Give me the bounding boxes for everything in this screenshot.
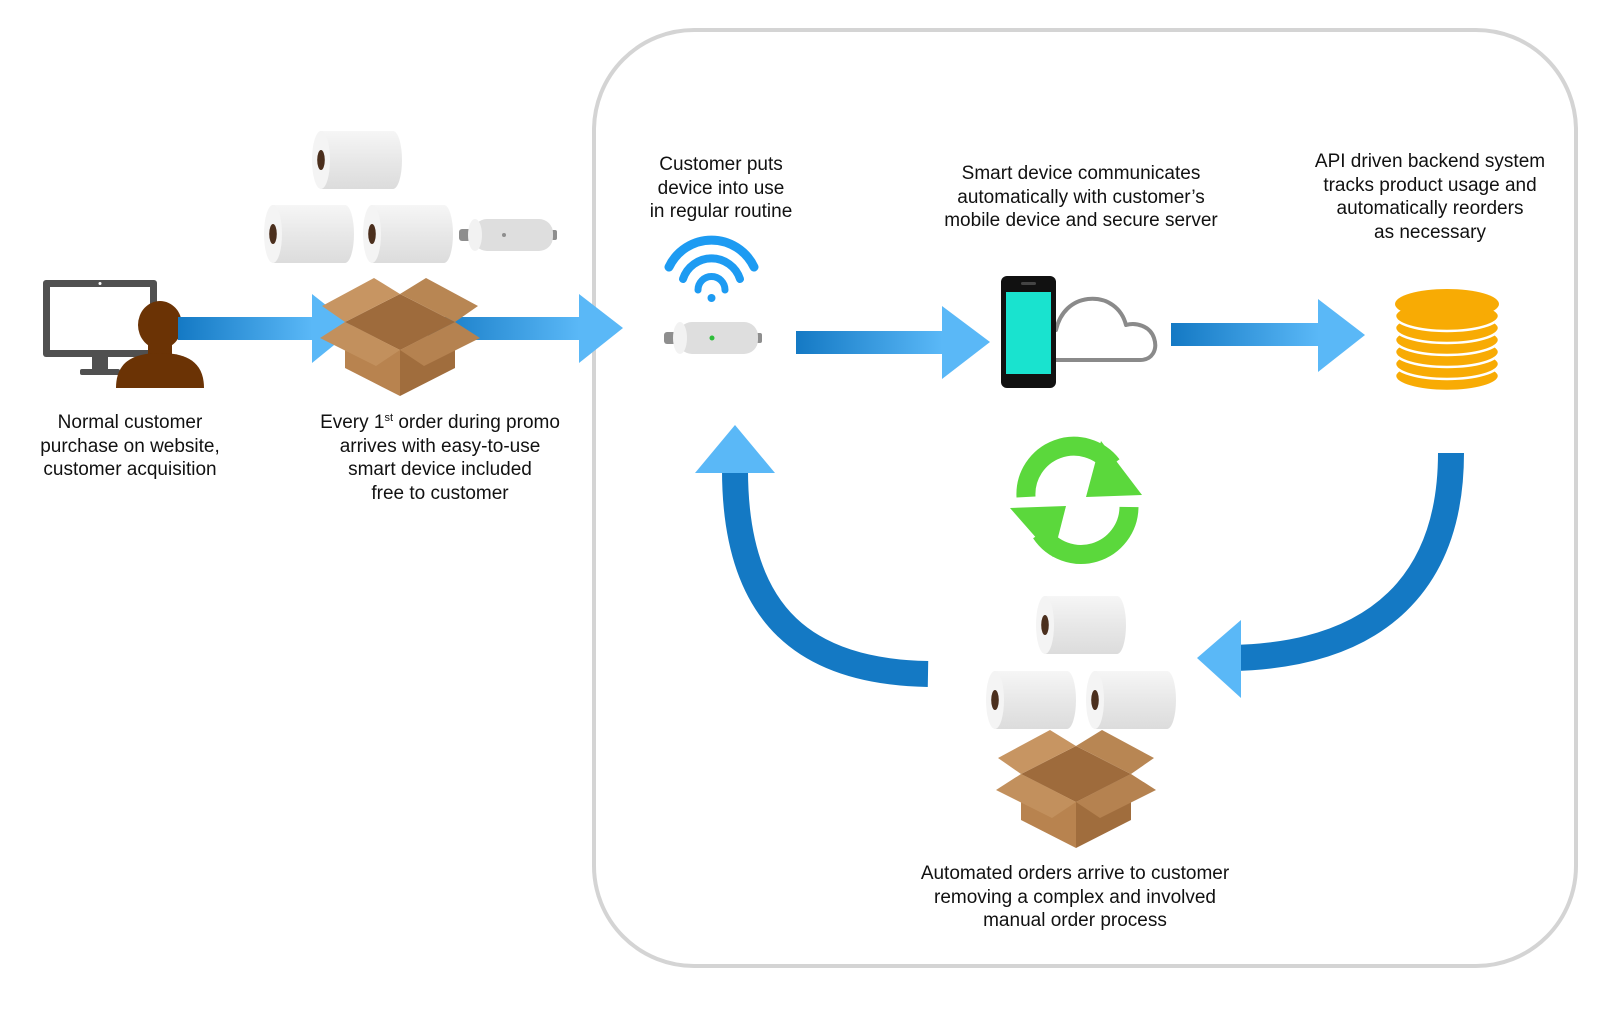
arrow-server-to-backend	[1171, 299, 1365, 372]
toilet-roll-icon	[1036, 596, 1126, 654]
caption-line: manual order process	[983, 910, 1167, 931]
toilet-roll-icon	[264, 205, 354, 263]
arrow-device-to-phone	[796, 306, 990, 379]
caption-line: tracks product usage and	[1323, 174, 1537, 196]
caption-line: free to customer	[371, 482, 509, 504]
caption-line: arrives with easy-to-use	[339, 435, 541, 457]
wifi-icon	[664, 235, 759, 302]
caption-line: smart device included	[348, 459, 532, 480]
coin-stack-icon	[1393, 289, 1501, 393]
refresh-cycle-icon	[1010, 436, 1142, 564]
cardboard-box-icon	[320, 278, 480, 396]
caption-line: automatically with customer’s	[957, 186, 1205, 208]
caption-line: customer acquisition	[43, 459, 217, 480]
caption-line: in regular routine	[649, 201, 793, 222]
arrow-delivery-to-device	[695, 425, 929, 687]
smartphone-icon	[1001, 276, 1056, 388]
caption-line: purchase on website,	[40, 435, 220, 457]
caption-line: as necessary	[1374, 221, 1486, 243]
caption-line: Smart device communicates	[961, 163, 1201, 184]
toilet-roll-icon	[986, 671, 1076, 729]
caption-customer-purchase: Normal customer purchase on website, cus…	[18, 411, 242, 482]
caption-automated-orders: Automated orders arrive to customer remo…	[895, 862, 1255, 933]
caption-line: API driven backend system	[1314, 151, 1546, 172]
caption-smart-device: Smart device communicates automatically …	[926, 162, 1236, 233]
caption-line: Normal customer	[57, 412, 203, 433]
device-status-led	[709, 335, 715, 341]
caption-line: device into use	[657, 177, 785, 199]
smart-device-icon	[459, 219, 557, 251]
person-icon	[116, 301, 204, 388]
caption-line: removing a complex and involved	[934, 886, 1216, 908]
monitor-icon	[43, 280, 157, 375]
caption-backend-system: API driven backend system tracks product…	[1290, 150, 1570, 244]
caption-line: Automated orders arrive to customer	[920, 863, 1230, 884]
caption-promo-order: Every 1st order during promo arrives wit…	[300, 411, 580, 505]
caption-device-in-use: Customer puts device into use in regular…	[621, 153, 821, 224]
caption-line: mobile device and secure server	[944, 210, 1218, 231]
caption-line: Customer puts	[659, 154, 783, 175]
toilet-roll-icon	[363, 205, 453, 263]
caption-line: Every 1st order during promo	[320, 412, 560, 433]
arrow-backend-to-delivery	[1197, 452, 1464, 698]
caption-line: automatically reorders	[1336, 198, 1524, 219]
automation-cycle-panel	[592, 28, 1578, 968]
toilet-roll-icon	[312, 131, 402, 189]
arrow-customer-to-box	[178, 294, 355, 363]
toilet-roll-icon	[1086, 671, 1176, 729]
